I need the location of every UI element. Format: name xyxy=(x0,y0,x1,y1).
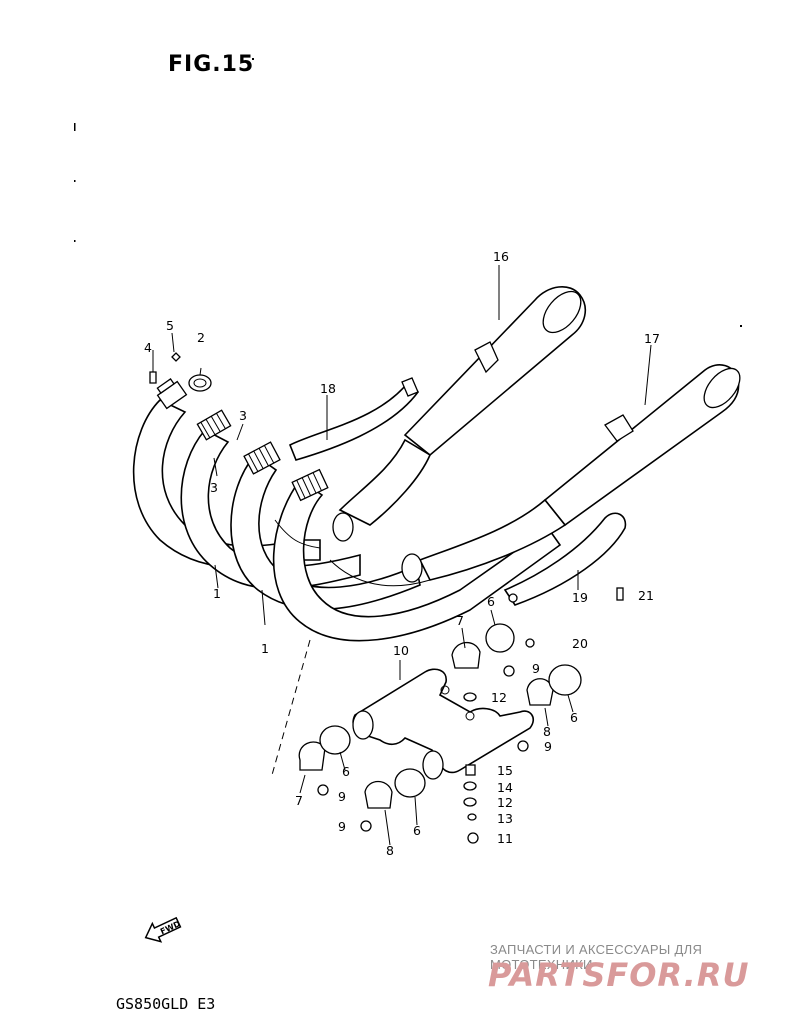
callout-numbers: 1 1 2 3 3 4 5 6 6 6 6 7 7 8 8 9 9 9 9 10… xyxy=(144,249,660,858)
callout-9c: 9 xyxy=(338,789,346,804)
callout-17: 17 xyxy=(644,331,660,346)
muffler-lower xyxy=(418,364,741,581)
callout-6d: 6 xyxy=(413,823,421,838)
callout-8b: 8 xyxy=(386,843,394,858)
callout-6c: 6 xyxy=(342,764,350,779)
callout-13: 13 xyxy=(497,811,513,826)
callout-3a: 3 xyxy=(239,408,247,423)
callout-1a: 1 xyxy=(213,586,221,601)
sleeves xyxy=(319,623,582,798)
scan-specks xyxy=(74,58,742,327)
callout-20: 20 xyxy=(572,636,588,651)
callout-1b: 1 xyxy=(261,641,269,656)
callout-10: 10 xyxy=(393,643,409,658)
fwd-arrow: FWD xyxy=(144,916,182,943)
figure-title: FIG.15 xyxy=(168,52,255,77)
callout-2: 2 xyxy=(197,330,205,345)
callout-21: 21 xyxy=(638,588,654,603)
watermark-tagline: ЗАПЧАСТИ И АКСЕССУАРЫ ДЛЯ МОТОТЕХНИКИ xyxy=(490,942,703,972)
callout-9a: 9 xyxy=(532,661,540,676)
collector-10 xyxy=(352,668,535,780)
callout-19: 19 xyxy=(572,590,588,605)
callout-15: 15 xyxy=(497,763,513,778)
muffler-upper xyxy=(338,286,587,526)
callout-6b: 6 xyxy=(570,710,578,725)
callout-18: 18 xyxy=(320,381,336,396)
callout-8a: 8 xyxy=(543,724,551,739)
model-code: GS850GLD E3 xyxy=(116,995,216,1013)
small-fasteners xyxy=(317,587,624,844)
callout-9b: 9 xyxy=(544,739,552,754)
gasket-and-bolts xyxy=(149,352,212,392)
callout-16: 16 xyxy=(493,249,509,264)
callout-5: 5 xyxy=(166,318,174,333)
callout-4: 4 xyxy=(144,340,152,355)
exhaust-flanges xyxy=(156,378,329,502)
fwd-label: FWD xyxy=(159,919,182,936)
callout-14: 14 xyxy=(497,780,513,795)
clamps xyxy=(298,641,554,809)
callout-11: 11 xyxy=(497,831,513,846)
callout-3b: 3 xyxy=(210,480,218,495)
heat-shield-19 xyxy=(503,512,627,606)
callout-6a: 6 xyxy=(487,594,495,609)
callout-12a: 12 xyxy=(491,690,507,705)
pipe-outlets xyxy=(332,512,423,583)
leader-lines xyxy=(152,265,652,846)
heat-shield-18 xyxy=(288,377,419,461)
callout-7a: 7 xyxy=(456,613,464,628)
callout-7b: 7 xyxy=(295,793,303,808)
watermark-logo: PARTSFOR.RU xyxy=(488,956,750,994)
callout-12b: 12 xyxy=(497,795,513,810)
callout-9d: 9 xyxy=(338,819,346,834)
